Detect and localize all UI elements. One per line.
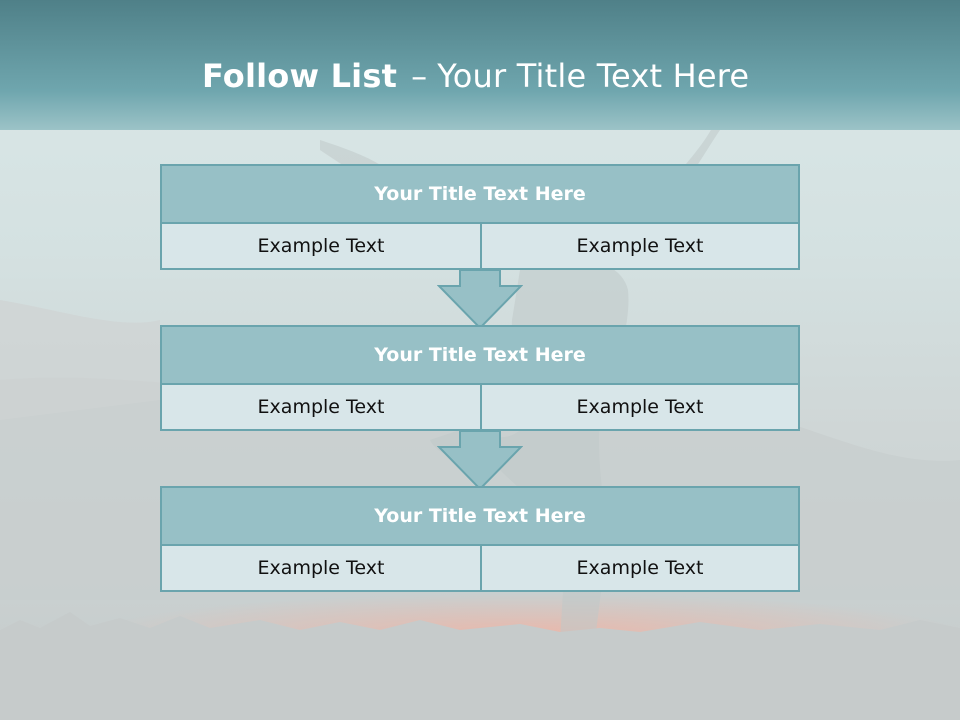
step-right-text: Example Text bbox=[576, 396, 704, 418]
step-left-text: Example Text bbox=[162, 224, 482, 268]
down-arrow-icon bbox=[437, 270, 523, 330]
step-right-text: Example Text bbox=[576, 235, 704, 257]
step-left-text: Example Text bbox=[162, 546, 482, 590]
step-block-2: Your Title Text Here Example Text Exampl… bbox=[160, 325, 800, 431]
step-title: Your Title Text Here bbox=[162, 327, 798, 385]
title-dash: – bbox=[411, 57, 428, 95]
step-title: Your Title Text Here bbox=[162, 166, 798, 224]
step-title: Your Title Text Here bbox=[162, 488, 798, 546]
down-arrow-icon bbox=[437, 431, 523, 491]
step-block-3: Your Title Text Here Example Text Exampl… bbox=[160, 486, 800, 592]
step-left-text: Example Text bbox=[162, 385, 482, 429]
slide-title-bold: Follow List bbox=[202, 57, 398, 95]
step-right-text: Example Text bbox=[576, 557, 704, 579]
step-block-1: Your Title Text Here Example Text Exampl… bbox=[160, 164, 800, 270]
slide-title: Follow List–Your Title Text Here bbox=[202, 54, 749, 98]
slide-title-rest: Your Title Text Here bbox=[437, 57, 750, 95]
